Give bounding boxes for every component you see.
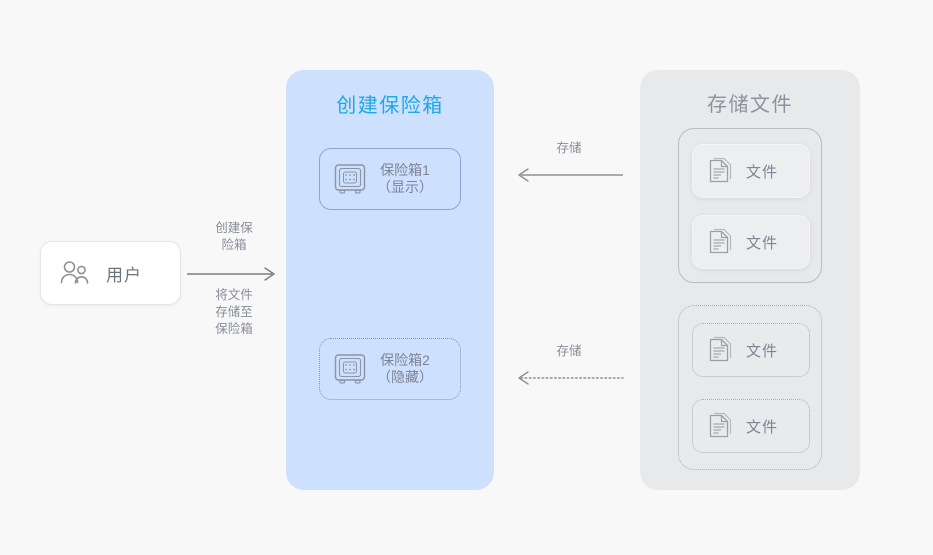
users-icon: [60, 260, 90, 286]
safe-icon: [333, 162, 367, 196]
file-card[interactable]: 文件: [692, 399, 810, 453]
arrow-store-visible-label: 存储: [556, 141, 582, 155]
file-card[interactable]: 文件: [692, 215, 810, 269]
arrow-right-shaft: [187, 267, 275, 281]
user-node-label: 用户: [106, 265, 142, 285]
arrow-store-files-label-line2: 存储至: [215, 305, 253, 319]
arrow-create-vault-label-line1: 创建保: [215, 221, 253, 235]
file-card-label: 文件: [746, 342, 779, 360]
file-card[interactable]: 文件: [692, 144, 810, 198]
vault-card-2-state: （隐藏）: [377, 369, 433, 385]
document-icon: [707, 411, 735, 441]
arrow-store-hidden-label: 存储: [556, 344, 582, 358]
file-card-label: 文件: [746, 418, 779, 436]
vault-card-1-name: 保险箱1: [380, 162, 430, 178]
document-icon: [707, 335, 735, 365]
safe-icon: [333, 352, 367, 386]
vault-card-1[interactable]: 保险箱1 （显示）: [319, 148, 461, 210]
file-card[interactable]: 文件: [692, 323, 810, 377]
vault-panel-title: 创建保险箱: [336, 95, 444, 117]
storage-panel-title: 存储文件: [707, 94, 793, 116]
vault-card-1-label: 保险箱1 （显示）: [377, 162, 433, 196]
vault-card-1-state: （显示）: [377, 179, 433, 195]
file-group-visible: 文件 文件: [678, 128, 822, 283]
arrow-store-files-label-line3: 保险箱: [215, 322, 253, 336]
arrow-store-visible: 存储: [513, 140, 625, 190]
file-group-hidden: 文件 文件: [678, 305, 822, 470]
storage-panel: 存储文件 文件: [640, 70, 860, 490]
vault-panel: 创建保险箱 保险箱1 （显示）: [286, 70, 494, 490]
arrow-left-dotted-shaft: [518, 371, 624, 385]
file-card-label: 文件: [746, 163, 779, 181]
vault-card-2[interactable]: 保险箱2 （隐藏）: [319, 338, 461, 400]
user-node[interactable]: 用户: [40, 241, 181, 305]
vault-card-2-label: 保险箱2 （隐藏）: [377, 352, 433, 386]
file-card-label: 文件: [746, 234, 779, 252]
arrow-store-files-label-line1: 将文件: [215, 288, 253, 302]
document-icon: [707, 227, 735, 257]
document-icon: [707, 156, 735, 186]
vault-card-2-name: 保险箱2: [380, 352, 430, 368]
arrow-create-vault: 创建保 险箱 将文件 存储至 保险箱: [186, 220, 282, 340]
arrow-store-hidden: 存储: [513, 343, 625, 393]
arrow-left-shaft: [518, 168, 623, 182]
arrow-create-vault-label-line2: 险箱: [221, 238, 247, 252]
